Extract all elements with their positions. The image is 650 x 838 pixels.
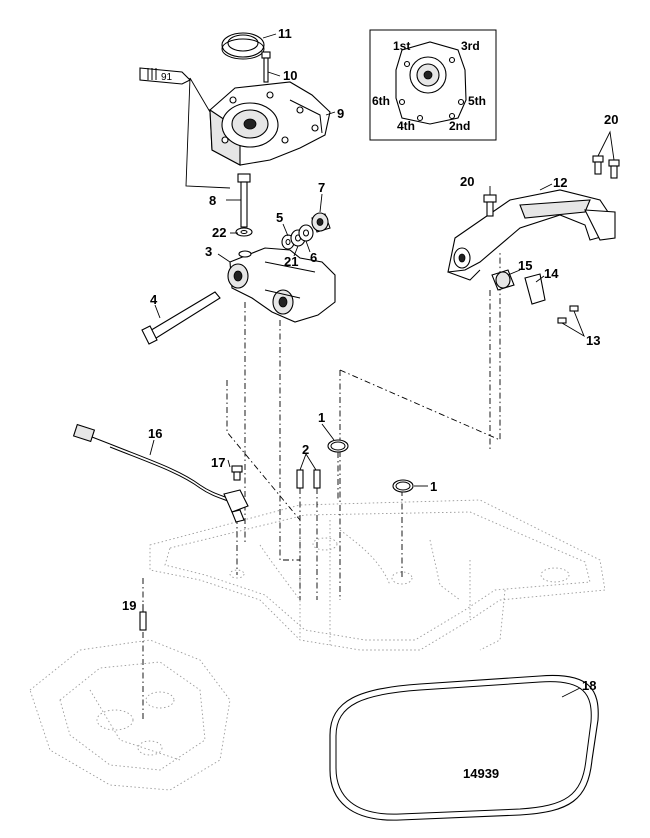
long-rod: [141, 291, 221, 345]
callout-16: 16: [148, 426, 162, 441]
callout-14: 14: [544, 266, 559, 281]
callout-1-upper: 1: [318, 410, 325, 425]
assembly-guide-lines: [142, 252, 501, 720]
callout-1-lower: 1: [430, 479, 437, 494]
callout-8: 8: [209, 193, 216, 208]
callout-7: 7: [318, 180, 325, 195]
washer-22: [235, 227, 253, 237]
sealant-tube-icon: 91: [139, 67, 231, 189]
callout-18: 18: [582, 678, 596, 693]
seal-ring: [221, 32, 265, 60]
screw-17: [231, 465, 243, 481]
clip-14: [524, 273, 546, 305]
callout-12: 12: [553, 175, 567, 190]
sealant-tube-label: 91: [161, 72, 173, 83]
bushing: [311, 212, 331, 233]
lower-mount-outline: [29, 639, 231, 791]
o-ring-upper: [327, 439, 349, 453]
torque-step-3rd: 3rd: [461, 39, 480, 53]
long-bolt: [237, 173, 251, 228]
torque-sequence-inset: [369, 29, 497, 141]
callout-17: 17: [211, 455, 225, 470]
gasket-18: [329, 674, 599, 821]
shift-lever: [447, 189, 616, 281]
torque-step-4th: 4th: [397, 119, 415, 133]
adaptor-plate-outline: [149, 499, 606, 651]
pin-19: [139, 611, 147, 631]
shift-bracket: [227, 247, 336, 323]
callout-11: 11: [278, 26, 292, 41]
reference-number: 14939: [463, 766, 499, 781]
callout-22: 22: [212, 225, 226, 240]
callout-20-right: 20: [604, 112, 618, 127]
callout-10: 10: [283, 68, 297, 83]
torque-step-2nd: 2nd: [449, 119, 470, 133]
torque-step-5th: 5th: [468, 94, 486, 108]
sensor-harness: [72, 423, 249, 523]
oil-pump-assembly: [209, 81, 331, 166]
callout-4: 4: [150, 292, 158, 307]
callout-19: 19: [122, 598, 136, 613]
callout-15: 15: [518, 258, 532, 273]
callout-5: 5: [276, 210, 283, 225]
callout-20-left: 20: [460, 174, 474, 189]
washer-stack: [281, 224, 314, 250]
screw-13-a: [569, 305, 579, 312]
bolt-20-right-b: [608, 159, 620, 179]
callout-3: 3: [205, 244, 212, 259]
callout-13: 13: [586, 333, 600, 348]
screw-13-b: [557, 317, 567, 324]
leader-lines: [142, 33, 615, 698]
callout-21: 21: [284, 254, 298, 269]
bushing-15: [491, 269, 515, 291]
o-ring-lower: [392, 479, 414, 493]
dowel-pin-b: [313, 469, 321, 489]
callout-2: 2: [302, 442, 309, 457]
callout-6: 6: [310, 250, 317, 265]
torque-step-6th: 6th: [372, 94, 390, 108]
callout-9: 9: [337, 106, 344, 121]
pump-bolt: [261, 51, 271, 83]
torque-step-1st: 1st: [393, 39, 410, 53]
bolt-20-right-a: [592, 155, 604, 175]
dowel-pin-a: [296, 469, 304, 489]
